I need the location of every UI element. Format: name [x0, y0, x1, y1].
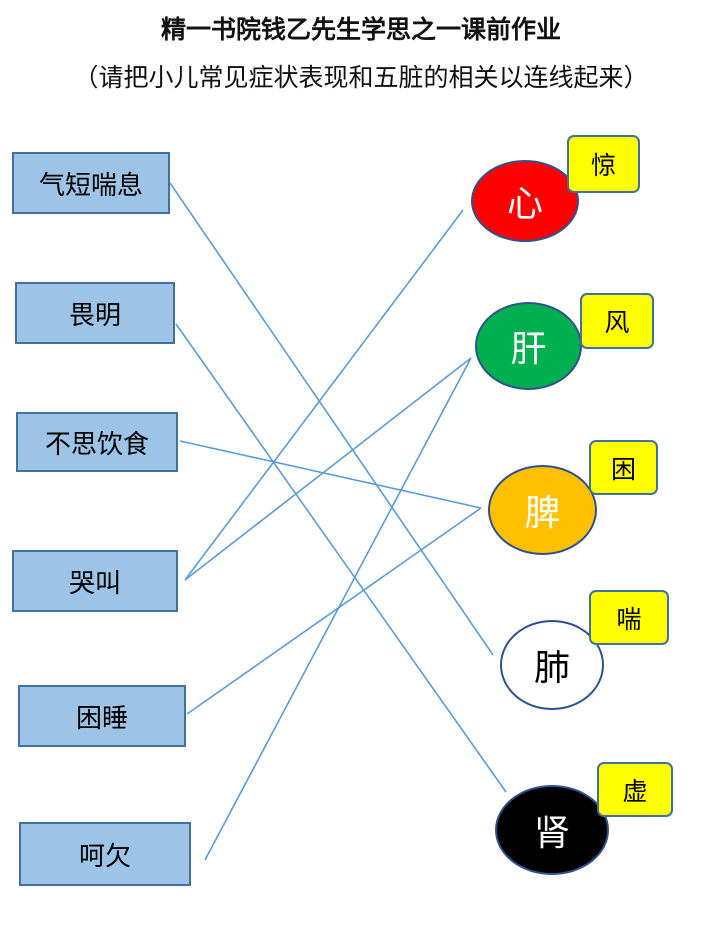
symptom-box-no-appetite[interactable]: 不思饮食 [16, 412, 178, 472]
organ-tag-heart: 惊 [567, 135, 640, 193]
connection-line-1 [175, 323, 507, 793]
organ-circle-spleen[interactable]: 脾 [488, 465, 597, 555]
organ-circle-liver[interactable]: 肝 [475, 302, 582, 390]
connection-line-3 [184, 209, 464, 581]
organ-tag-lung: 喘 [589, 590, 669, 645]
organ-tag-spleen: 困 [589, 440, 658, 495]
organ-circle-kidney[interactable]: 肾 [495, 785, 609, 875]
organ-circle-heart[interactable]: 心 [471, 160, 579, 242]
page-subtitle: （请把小儿常见症状表现和五脏的相关以连线起来） [73, 63, 649, 92]
symptom-box-photophobia[interactable]: 畏明 [15, 282, 175, 344]
page-title: 精一书院钱乙先生学思之一课前作业 [160, 15, 561, 44]
organ-circle-lung[interactable]: 肺 [500, 620, 604, 710]
organ-tag-liver: 风 [580, 293, 654, 349]
symptom-box-yawning[interactable]: 呵欠 [19, 822, 191, 886]
symptom-box-drowsiness[interactable]: 困睡 [18, 685, 186, 747]
connection-line-0 [169, 182, 494, 656]
symptom-box-crying[interactable]: 哭叫 [12, 550, 178, 612]
symptom-box-shortness-of-breath[interactable]: 气短喘息 [12, 152, 170, 214]
connection-line-4 [184, 357, 472, 581]
connection-line-5 [186, 507, 482, 715]
connection-line-6 [204, 357, 472, 861]
connection-line-2 [179, 440, 482, 509]
organ-tag-kidney: 虚 [597, 762, 673, 817]
